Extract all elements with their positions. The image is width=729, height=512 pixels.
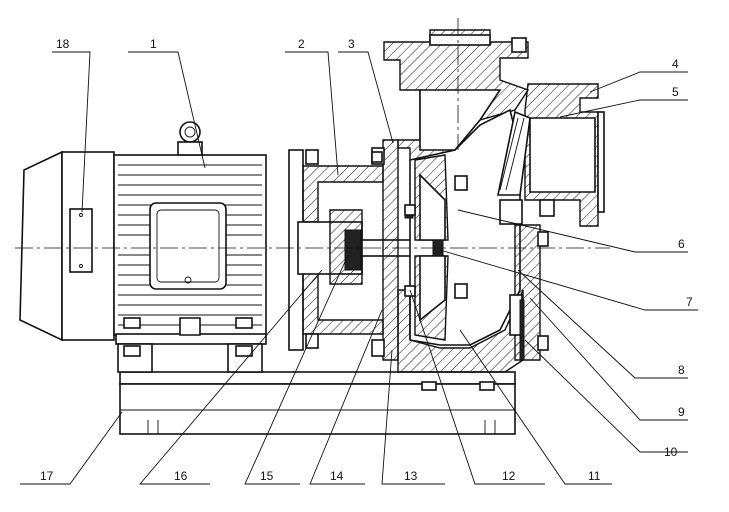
callout-11: 11 — [588, 469, 601, 483]
callout-5: 5 — [672, 85, 679, 99]
base-plate — [119, 371, 516, 435]
motor-foot-bolts — [123, 317, 253, 357]
pump-cover — [509, 224, 549, 361]
callout-6: 6 — [678, 237, 685, 251]
impeller — [414, 154, 449, 341]
callout-2: 2 — [298, 37, 305, 51]
callout-15: 15 — [260, 469, 274, 483]
callout-13: 13 — [404, 469, 418, 483]
callout-3: 3 — [348, 37, 355, 51]
suction-nozzle — [497, 83, 605, 227]
leader-lines — [20, 51, 698, 485]
callout-4: 4 — [672, 57, 679, 71]
pump-casing — [371, 29, 530, 373]
callout-labels: 1 2 3 4 5 6 7 8 9 10 11 12 13 14 15 16 1… — [40, 37, 693, 483]
callout-16: 16 — [174, 469, 188, 483]
nameplate — [69, 208, 93, 273]
callout-12: 12 — [502, 469, 516, 483]
callout-8: 8 — [678, 363, 685, 377]
motor — [19, 121, 267, 373]
callout-18: 18 — [56, 37, 70, 51]
callout-7: 7 — [686, 295, 693, 309]
callout-9: 9 — [678, 405, 685, 419]
callout-17: 17 — [40, 469, 54, 483]
lifting-eye — [177, 121, 203, 156]
callout-14: 14 — [330, 469, 344, 483]
callout-10: 10 — [664, 445, 678, 459]
callout-1: 1 — [150, 37, 157, 51]
terminal-box — [149, 202, 227, 290]
